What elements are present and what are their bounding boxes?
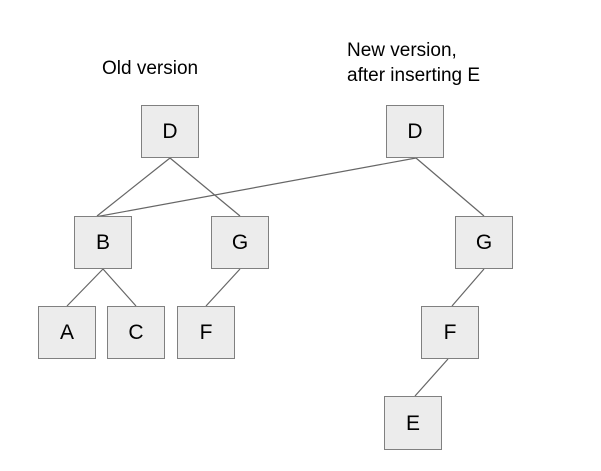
node-label: F <box>199 321 213 344</box>
node-label: D <box>162 120 178 143</box>
node-old-b[interactable]: B <box>74 216 132 269</box>
node-old-d[interactable]: D <box>141 105 199 158</box>
node-label: G <box>231 231 249 254</box>
node-label: B <box>95 231 110 254</box>
edge-old-d-b <box>96 157 171 217</box>
caption-line: after inserting E <box>347 65 481 86</box>
new-version-caption: New version, after inserting E <box>347 38 480 88</box>
edge-old-d-g <box>169 157 241 217</box>
node-new-e[interactable]: E <box>384 396 442 450</box>
node-label: C <box>128 321 144 344</box>
edge-shared-0 <box>94 157 417 218</box>
old-version-caption: Old version <box>102 56 198 81</box>
caption-line: Old version <box>102 58 199 79</box>
node-label: A <box>59 321 74 344</box>
node-label: D <box>407 120 423 143</box>
node-label: G <box>475 231 493 254</box>
node-new-d[interactable]: D <box>386 105 444 158</box>
edge-new-f-e <box>414 358 449 397</box>
node-new-g[interactable]: G <box>455 216 513 269</box>
edge-old-b-c <box>102 268 137 307</box>
node-old-c[interactable]: C <box>107 306 165 359</box>
node-label: F <box>443 321 457 344</box>
node-label: E <box>405 411 420 435</box>
edge-new-d-g <box>415 157 485 217</box>
edge-old-b-a <box>66 268 104 307</box>
node-new-f[interactable]: F <box>421 306 479 359</box>
edge-new-g-f <box>451 268 485 307</box>
node-old-g[interactable]: G <box>211 216 269 269</box>
node-old-f[interactable]: F <box>177 306 235 359</box>
caption-line: New version, <box>347 40 457 61</box>
node-old-a[interactable]: A <box>38 306 96 359</box>
edge-old-g-f <box>205 268 241 307</box>
